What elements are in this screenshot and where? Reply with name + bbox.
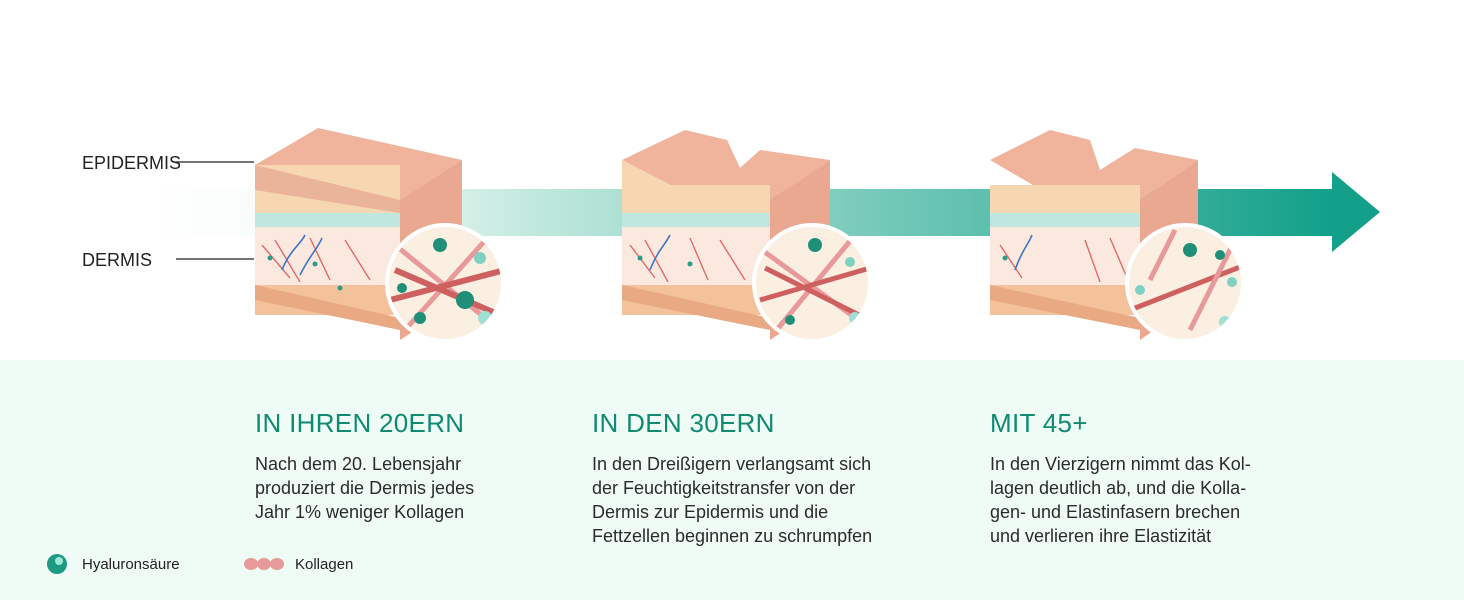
skin-aging-diagram xyxy=(110,128,1380,343)
hyaluronic-acid-icon xyxy=(47,554,67,574)
stage-text-line: produziert die Dermis jedes xyxy=(255,478,475,498)
stage-text-line: und verlieren ihre Elastizität xyxy=(990,526,1212,546)
stage-text-line: Jahr 1% weniger Kollagen xyxy=(255,502,465,522)
legend-label: Kollagen xyxy=(295,555,354,573)
stage-text-line: In den Vierzigern nimmt das Kol- xyxy=(990,454,1251,474)
label-epidermis: EPIDERMIS xyxy=(82,153,182,173)
stage-title-30s: IN DEN 30ERN xyxy=(592,408,775,438)
stage-text-line: Dermis zur Epidermis und die xyxy=(592,502,829,522)
stage-text-20s: Nach dem 20. Lebensjahr produziert die D… xyxy=(255,452,595,524)
legend-hyaluronic-acid: Hyaluronsäure xyxy=(46,552,180,576)
collagen-icon xyxy=(244,558,284,570)
stage-text-line: gen- und Elastinfasern brechen xyxy=(990,502,1241,522)
legend-label: Hyaluronsäure xyxy=(82,555,180,573)
label-dermis: DERMIS xyxy=(82,250,153,270)
skin-block-45plus xyxy=(990,130,1245,343)
info-panel xyxy=(0,360,1464,600)
stage-title-45plus: MIT 45+ xyxy=(990,408,1088,438)
stage-text-line: der Feuchtigkeitstransfer von der xyxy=(592,478,856,498)
stage-text-line: Nach dem 20. Lebensjahr xyxy=(255,454,462,474)
stage-text-30s: In den Dreißigern verlangsamt sich der F… xyxy=(592,452,932,548)
stage-text-45plus: In den Vierzigern nimmt das Kol- lagen d… xyxy=(990,452,1330,548)
skin-block-20s xyxy=(255,128,505,343)
stage-text-line: lagen deutlich ab, und die Kolla- xyxy=(990,478,1247,498)
skin-block-30s xyxy=(622,130,872,343)
stage-text-line: Fettzellen beginnen zu schrumpfen xyxy=(592,526,873,546)
stage-text-line: In den Dreißigern verlangsamt sich xyxy=(592,454,872,474)
legend-collagen: Kollagen xyxy=(243,552,353,576)
stage-title-20s: IN IHREN 20ERN xyxy=(255,408,465,438)
